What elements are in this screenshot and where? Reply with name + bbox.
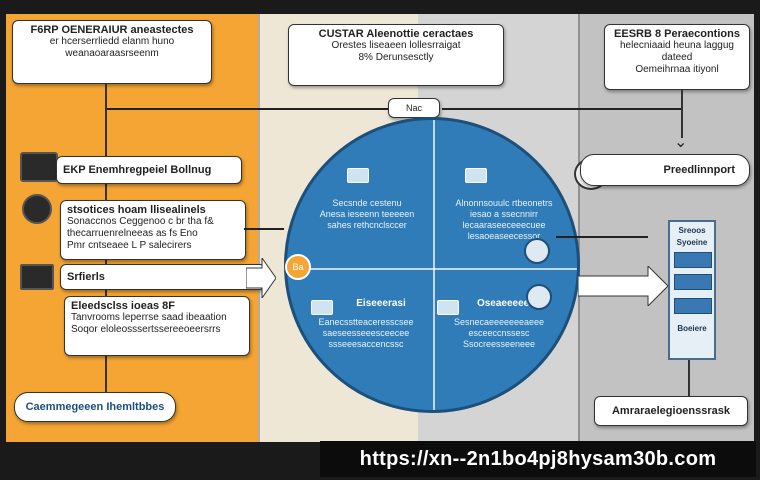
circle-q1-text: Secsnde cestenu Anesa ieseenn teeeeen sa… bbox=[307, 198, 427, 231]
left-row-1-title: EKP Enemhregpeiel Bollnug bbox=[63, 164, 212, 176]
connector-arrow bbox=[556, 236, 648, 238]
right-top-box: EESRB 8 Peraecontions helecniaaid heuna … bbox=[604, 24, 750, 90]
left-top-title: F6RP OENERAIUR aneastectes bbox=[30, 24, 194, 36]
left-row-1: EKP Enemhregpeiel Bollnug bbox=[56, 156, 242, 184]
right-bottom-box: Amraraelegioenssrask bbox=[594, 396, 748, 426]
circle-q2-line: Alnonnsouulc rtbeonetrs bbox=[455, 198, 553, 208]
circle-q4-line: Ssocreesseeneee bbox=[462, 339, 536, 349]
circle-q3-line: saeseesseeesceecee bbox=[322, 328, 410, 338]
left-top-line: er hcerserrliedd elanm huno bbox=[49, 36, 175, 47]
circle-q4-line: Sesnecaeeeeeeeaeee bbox=[453, 317, 545, 327]
settings-icon bbox=[22, 194, 52, 224]
stack-top-label: Sreoos bbox=[678, 226, 706, 235]
left-row-4: Eleedsclss ioeas 8F Tanvrooms leperrse s… bbox=[64, 296, 250, 356]
right-top-title: EESRB 8 Peraecontions bbox=[614, 28, 740, 40]
left-bottom-pill: Caemmegeeen Ihemltbbes bbox=[14, 392, 176, 422]
tag-box: Nac bbox=[388, 98, 440, 118]
left-row-4-line: Tanvrooms leperrse saad ibeaation bbox=[71, 312, 227, 323]
circle-q3-line: Eanecsstteaceresscsee bbox=[318, 317, 414, 327]
middle-top-title: CUSTAR Aleenottie ceractaes bbox=[318, 28, 474, 40]
left-row-2-line: Sonaccnos Ceggenoo c br tha f& bbox=[67, 216, 214, 227]
circle-badge: Ba bbox=[285, 254, 311, 280]
left-row-3-title: Srfierls bbox=[67, 271, 105, 283]
connector-arrow bbox=[442, 108, 682, 110]
circle-q4-text: Oseaeeeeettes Sesnecaeeeeeeeaeee esceecc… bbox=[435, 298, 563, 350]
connector-line bbox=[688, 360, 690, 396]
right-top-line: helecniaaid heuna laggug dateed bbox=[620, 40, 734, 63]
circle-q4-title: Oseaeeeeettes bbox=[476, 298, 548, 309]
connector-arrow bbox=[106, 108, 388, 110]
left-row-2-line: Pmr cntseaee L P salecirers bbox=[67, 240, 192, 251]
left-top-box: F6RP OENERAIUR aneastectes er hcerserrli… bbox=[12, 20, 212, 84]
right-row-1-label: Preedlinnport bbox=[663, 164, 735, 176]
card-icon bbox=[465, 168, 487, 183]
globe-icon bbox=[524, 238, 550, 264]
chevron-down-icon: ⌄ bbox=[674, 134, 688, 151]
circle-q3-line: ssseeesaccencssc bbox=[328, 339, 404, 349]
cloud-icon bbox=[526, 284, 552, 310]
arrow-right-icon bbox=[246, 258, 276, 298]
monitor-icon bbox=[20, 264, 54, 290]
stack-layer bbox=[674, 252, 712, 268]
circle-q1-line: Secsnde cestenu bbox=[332, 198, 402, 208]
left-row-3: Srfierls bbox=[60, 264, 266, 290]
circle-q3-text: Eiseeerasi Eanecsstteaceresscsee saesees… bbox=[301, 298, 431, 350]
central-circle: Secsnde cestenu Anesa ieseenn teeeeen sa… bbox=[284, 117, 580, 413]
stack-bottom-label: Boeiere bbox=[677, 324, 707, 333]
connector-arrow bbox=[244, 228, 284, 230]
right-top-line: Oemeihrnaa itiyonl bbox=[635, 64, 719, 75]
circle-q2-text: Alnonnsouulc rtbeonetrs iesao a ssecnnir… bbox=[439, 198, 569, 242]
circle-q1-line: Anesa ieseenn teeeeen bbox=[319, 209, 415, 219]
folder-icon bbox=[20, 152, 58, 182]
circle-q3-title: Eiseeerasi bbox=[356, 298, 406, 309]
circle-divider bbox=[287, 268, 577, 270]
circle-q2-line: lecaaraseeceeecuee bbox=[462, 220, 546, 230]
card-icon bbox=[347, 168, 369, 183]
right-bottom-label: Amraraelegioenssrask bbox=[611, 405, 730, 417]
stack-mid-label: Syoeine bbox=[676, 238, 708, 247]
circle-q2-line: lesaoeaseecessor bbox=[467, 231, 541, 241]
layer-stack: Sreoos Syoeine Boeiere bbox=[668, 220, 716, 360]
left-row-4-line: Soqor eloleosssertssereeoeersrrs bbox=[71, 324, 221, 335]
circle-q4-line: esceeccnssesc bbox=[468, 328, 530, 338]
left-top-line: weanaoaraasrseenm bbox=[65, 48, 159, 59]
middle-top-box: CUSTAR Aleenottie ceractaes Orestes lise… bbox=[288, 24, 504, 86]
stack-layer bbox=[674, 274, 712, 290]
diagram-screen: F6RP OENERAIUR aneastectes er hcerserrli… bbox=[6, 14, 754, 442]
left-row-2: stsotices hoam llisealinels Sonaccnos Ce… bbox=[60, 200, 246, 260]
right-row-1: Preedlinnport bbox=[580, 154, 750, 186]
middle-top-line: Orestes liseaeen lollesrraigat bbox=[331, 40, 461, 51]
card-icon bbox=[311, 300, 333, 315]
left-row-4-title: Eleedsclss ioeas 8F bbox=[71, 300, 175, 312]
column-divider bbox=[578, 14, 580, 442]
connector-line bbox=[681, 90, 683, 138]
stack-layer bbox=[674, 298, 712, 314]
circle-q1-line: sahes rethcnclsccer bbox=[327, 220, 407, 230]
circle-divider bbox=[433, 120, 435, 410]
card-icon bbox=[437, 300, 459, 315]
arrow-right-icon bbox=[578, 266, 668, 306]
left-row-2-line: thecarruenrelneeas as fs Eno bbox=[67, 228, 198, 239]
circle-q2-line: iesao a ssecnnirr bbox=[469, 209, 539, 219]
middle-top-line: 8% Derunsesctly bbox=[358, 52, 434, 63]
url-watermark: https://xn--2n1bo4pj8hysam30b.com bbox=[320, 441, 756, 477]
left-row-2-title: stsotices hoam llisealinels bbox=[67, 204, 206, 216]
left-bottom-label: Caemmegeeen Ihemltbbes bbox=[25, 401, 165, 413]
